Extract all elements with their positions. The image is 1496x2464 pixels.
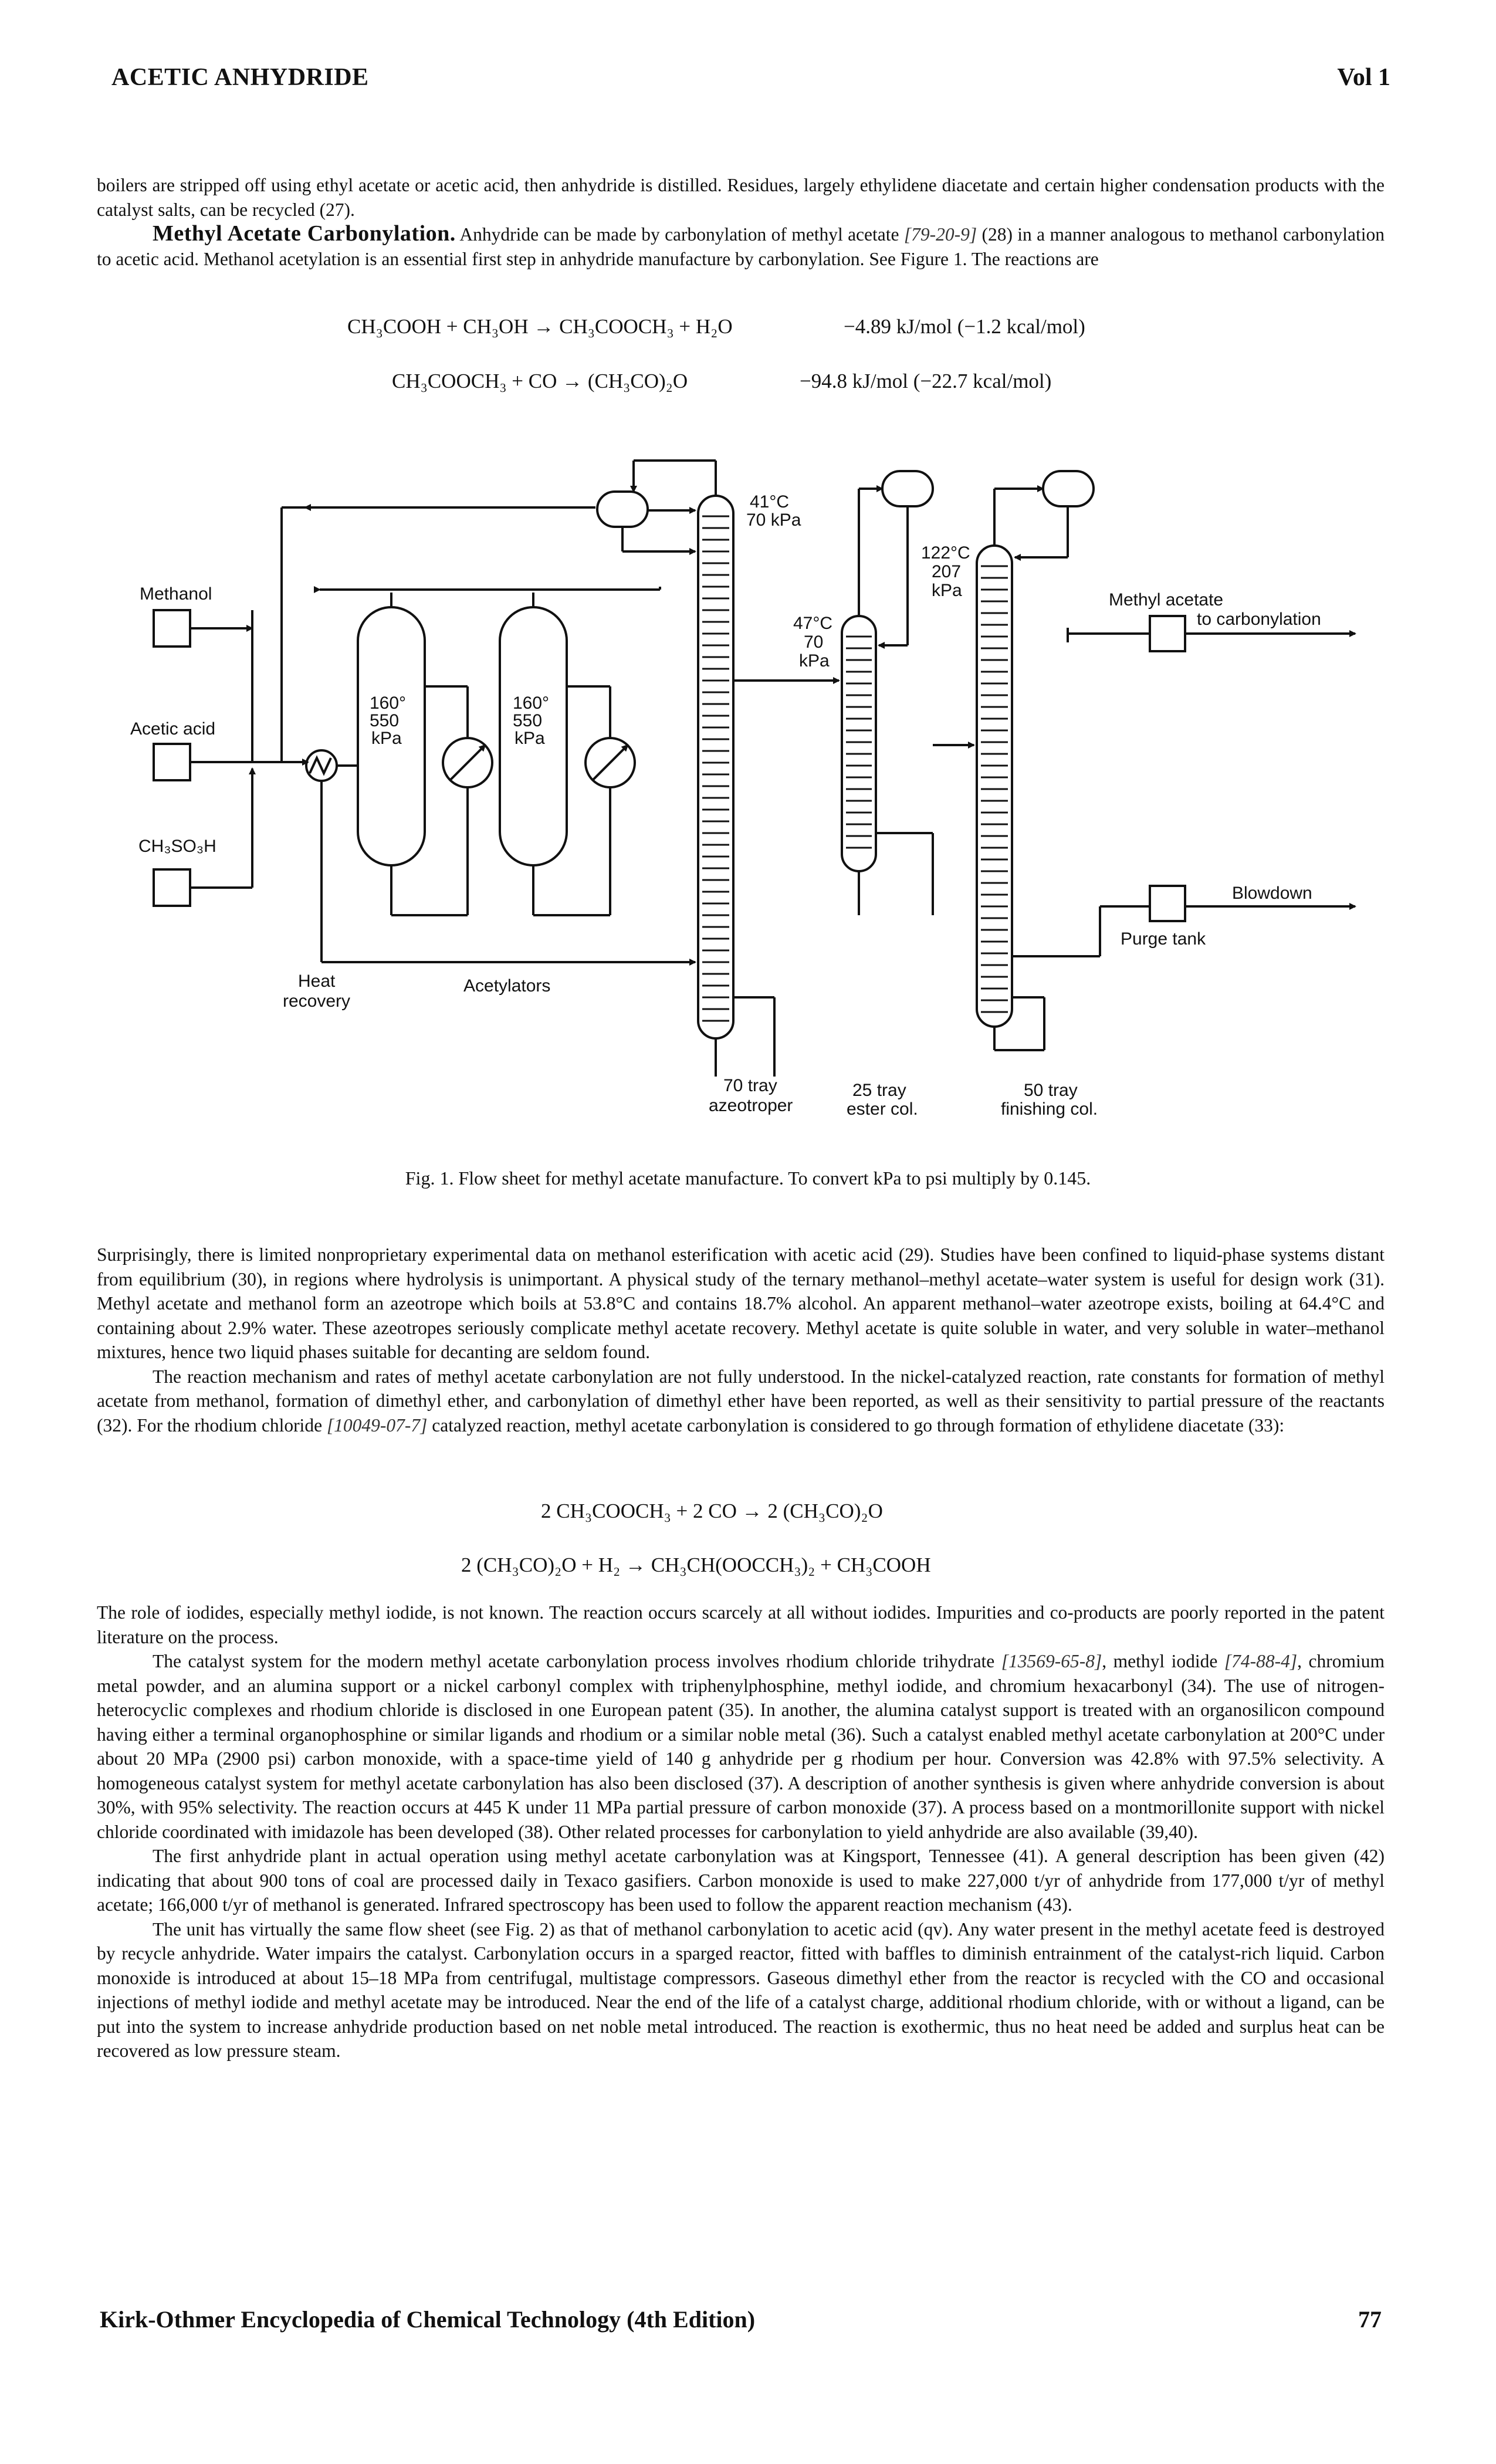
label-col2-unit: kPa [799, 651, 830, 671]
label-col2-temp: 47°C [793, 614, 832, 633]
label-col1-temp: 41°C [750, 492, 789, 512]
paragraph-text: , chromium metal powder, and an alumina … [97, 1651, 1385, 1842]
azeotroper-trays [702, 515, 729, 1022]
label-acet1-temp: 160° [370, 693, 406, 713]
paragraph-text: The catalyst system for the modern methy… [153, 1651, 1001, 1671]
running-header-title: ACETIC ANHYDRIDE [111, 64, 369, 91]
section-paragraph: Methyl Acetate Carbonylation. Anhydride … [97, 221, 1385, 271]
label-acetic-acid: Acetic acid [130, 719, 215, 739]
paragraph-text: , methyl iodide [1102, 1651, 1224, 1671]
page-number: 77 [1358, 2306, 1382, 2333]
equation-esterification-energy: −4.89 kJ/mol (−1.2 kcal/mol) [844, 315, 1085, 338]
methyl-acetate-product-tank [1149, 615, 1186, 652]
label-heat-recovery-line1: Heat [298, 972, 336, 991]
flow-sheet-figure: Methanol Acetic acid CH₃SO₃H Heat recove… [130, 459, 1356, 1119]
paragraph-text: The unit has virtually the same flow she… [97, 1918, 1385, 2062]
paragraph-text: Anhydride can be made by carbonylation o… [455, 224, 904, 245]
label-acet2-temp: 160° [513, 693, 549, 713]
ester-column-reflux-drum [881, 470, 934, 507]
label-col1-name: azeotroper [709, 1096, 793, 1115]
paragraph-text: The role of iodides, especially methyl i… [97, 1602, 1385, 1647]
label-to-carbonylation: to carbonylation [1197, 610, 1321, 629]
ester-column-trays [846, 635, 872, 849]
paragraph: The catalyst system for the modern methy… [97, 1649, 1385, 1844]
paragraph-text: Surprisingly, there is limited nonpropri… [97, 1244, 1385, 1362]
equation-carbonylation: CH₃COOCH₃ + CO → (CH₃CO)₂O [392, 370, 688, 392]
intro-paragraph: boilers are stripped off using ethyl ace… [97, 173, 1385, 271]
label-methanol: Methanol [140, 584, 212, 604]
cas-number: [13569-65-8] [1001, 1651, 1102, 1671]
running-header-volume: Vol 1 [1337, 64, 1390, 91]
footer-source: Kirk-Othmer Encyclopedia of Chemical Tec… [100, 2306, 756, 2333]
acetic-acid-feed-tank [153, 743, 191, 781]
label-col2-name: ester col. [847, 1099, 918, 1119]
methanol-feed-tank [153, 609, 191, 648]
cas-number: [10049-07-7] [326, 1414, 428, 1436]
label-heat-recovery-line2: recovery [283, 991, 350, 1011]
label-col3-unit: kPa [932, 581, 962, 600]
paragraph-text: boilers are stripped off using ethyl ace… [97, 175, 1385, 220]
heat-exchanger-coil-icon [309, 755, 332, 776]
section-heading: Methyl Acetate Carbonylation. [153, 221, 456, 246]
purge-tank [1149, 885, 1186, 922]
label-col2-press: 70 [804, 632, 823, 652]
ester-column [841, 615, 877, 872]
finishing-column-trays [981, 565, 1008, 1013]
cas-number: [79-20-9] [903, 224, 977, 245]
body-text-block-2: Surprisingly, there is limited nonpropri… [97, 1243, 1385, 1437]
paragraph-text: The reaction mechanism and rates of meth… [97, 1366, 1385, 1436]
label-col3-name: finishing col. [1001, 1099, 1098, 1119]
cas-number: [74-88-4] [1224, 1651, 1298, 1671]
paragraph: The reaction mechanism and rates of meth… [97, 1365, 1385, 1438]
catalyst-feed-tank [153, 868, 191, 907]
label-blowdown: Blowdown [1232, 884, 1312, 903]
equation-carbonylation-energy: −94.8 kJ/mol (−22.7 kcal/mol) [800, 370, 1052, 392]
equation-ethylidene-diacetate: 2 (CH₃CO)₂O + H₂ → CH₃CH(OOCCH₃)₂ + CH₃C… [461, 1553, 931, 1576]
label-acet1-press: 550 [370, 711, 399, 730]
azeotroper-column [697, 495, 735, 1040]
label-col1-trays: 70 tray [723, 1076, 777, 1095]
label-catalyst: CH₃SO₃H [138, 837, 216, 856]
label-col3-press: 207 [932, 562, 961, 581]
label-col3-temp: 122°C [921, 543, 970, 563]
label-purge-tank: Purge tank [1121, 929, 1206, 949]
label-col3-trays: 50 tray [1024, 1081, 1078, 1100]
label-col2-trays: 25 tray [852, 1081, 906, 1100]
finishing-column [976, 544, 1013, 1028]
label-acet2-press: 550 [513, 711, 542, 730]
label-methyl-acetate: Methyl acetate [1109, 590, 1223, 610]
label-acet1-unit: kPa [371, 729, 402, 748]
body-text-block-3: The role of iodides, especially methyl i… [97, 1600, 1385, 2063]
paragraph-text: catalyzed reaction, methyl acetate carbo… [427, 1414, 1285, 1436]
paragraph-text: The first anhydride plant in actual oper… [97, 1846, 1385, 1915]
azeotroper-reflux-drum [596, 490, 649, 528]
equation-esterification: CH₃COOH + CH₃OH → CH₃COOCH₃ + H₂O [347, 315, 733, 338]
figure-caption: Fig. 1. Flow sheet for methyl acetate ma… [405, 1167, 1091, 1189]
equation-anhydride-formation: 2 CH₃COOCH₃ + 2 CO → 2 (CH₃CO)₂O [541, 1500, 883, 1522]
label-acetylators: Acetylators [463, 976, 550, 996]
label-acet2-unit: kPa [515, 729, 545, 748]
finishing-column-reflux-drum [1042, 470, 1095, 507]
label-col1-press: 70 kPa [746, 510, 801, 530]
paragraph-text: (28) in a manner analogous to methanol c… [97, 224, 1385, 269]
